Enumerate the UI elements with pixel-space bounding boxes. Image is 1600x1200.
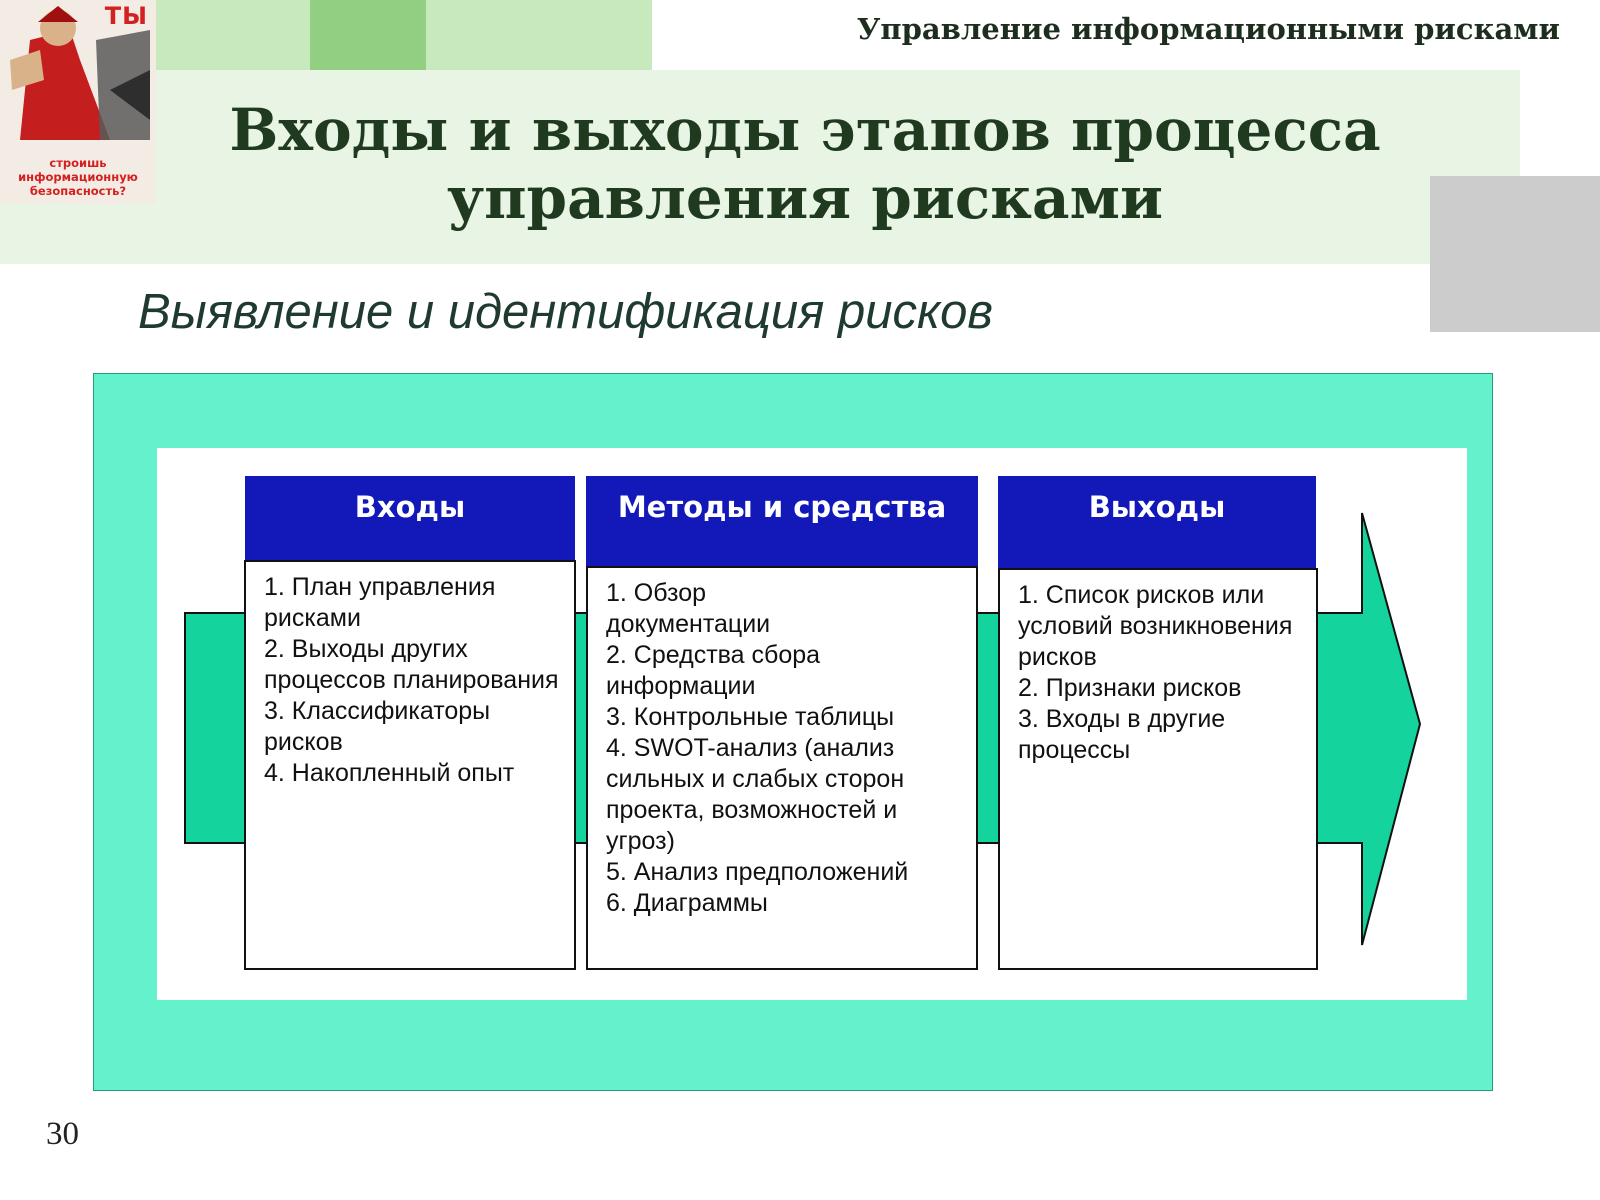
list-item: 3. Контрольные таблицы xyxy=(606,703,895,731)
outputs-header: Выходы xyxy=(998,476,1316,570)
list-item: 3. Входы в другие процессы xyxy=(1018,705,1226,764)
list-item: 4. Накопленный опыт xyxy=(264,759,515,787)
list-item: 2. Признаки рисков xyxy=(1018,674,1242,702)
slide-subtitle: Выявление и идентификация рисков xyxy=(138,285,993,339)
slide-title-line1: Входы и выходы этапов процесса xyxy=(229,96,1381,164)
list-item: 1. Обзор документации xyxy=(606,579,771,638)
list-item: 4. SWOT-анализ (анализ сильных и слабых … xyxy=(606,734,905,855)
page-number: 30 xyxy=(46,1116,79,1152)
deco-title-band xyxy=(0,70,1520,264)
list-item: 3. Классификаторы рисков xyxy=(264,697,491,756)
poster-figure-image xyxy=(0,0,156,204)
list-item: 1. План управления рисками xyxy=(264,573,496,632)
list-item: 2. Средства сбора информации xyxy=(606,641,821,700)
list-item: 6. Диаграммы xyxy=(606,889,768,917)
methods-list: 1. Обзор документации 2. Средства сбора … xyxy=(586,566,978,970)
list-item: 1. Список рисков или условий возникновен… xyxy=(1018,581,1293,671)
poster-brand-bottom: строишь информационную безопасность? xyxy=(18,156,138,198)
poster-logo: ТЫ строишь информационную безопасность? xyxy=(0,0,156,204)
slide-title: Входы и выходы этапов процесса управлени… xyxy=(160,96,1450,232)
list-item: 5. Анализ предположений xyxy=(606,858,909,886)
inputs-list: 1. План управления рисками 2. Выходы дру… xyxy=(244,560,576,970)
inputs-header: Входы xyxy=(245,476,575,562)
poster-brand-top: ТЫ xyxy=(104,2,148,30)
outputs-list: 1. Список рисков или условий возникновен… xyxy=(998,568,1318,970)
methods-header: Методы и средства xyxy=(586,476,978,568)
list-item: 2. Выходы других процессов планирования xyxy=(264,635,559,694)
deco-gray-block xyxy=(1430,176,1600,332)
header-title: Управление информационными рисками xyxy=(856,12,1560,46)
slide-title-line2: управления рисками xyxy=(446,164,1164,232)
